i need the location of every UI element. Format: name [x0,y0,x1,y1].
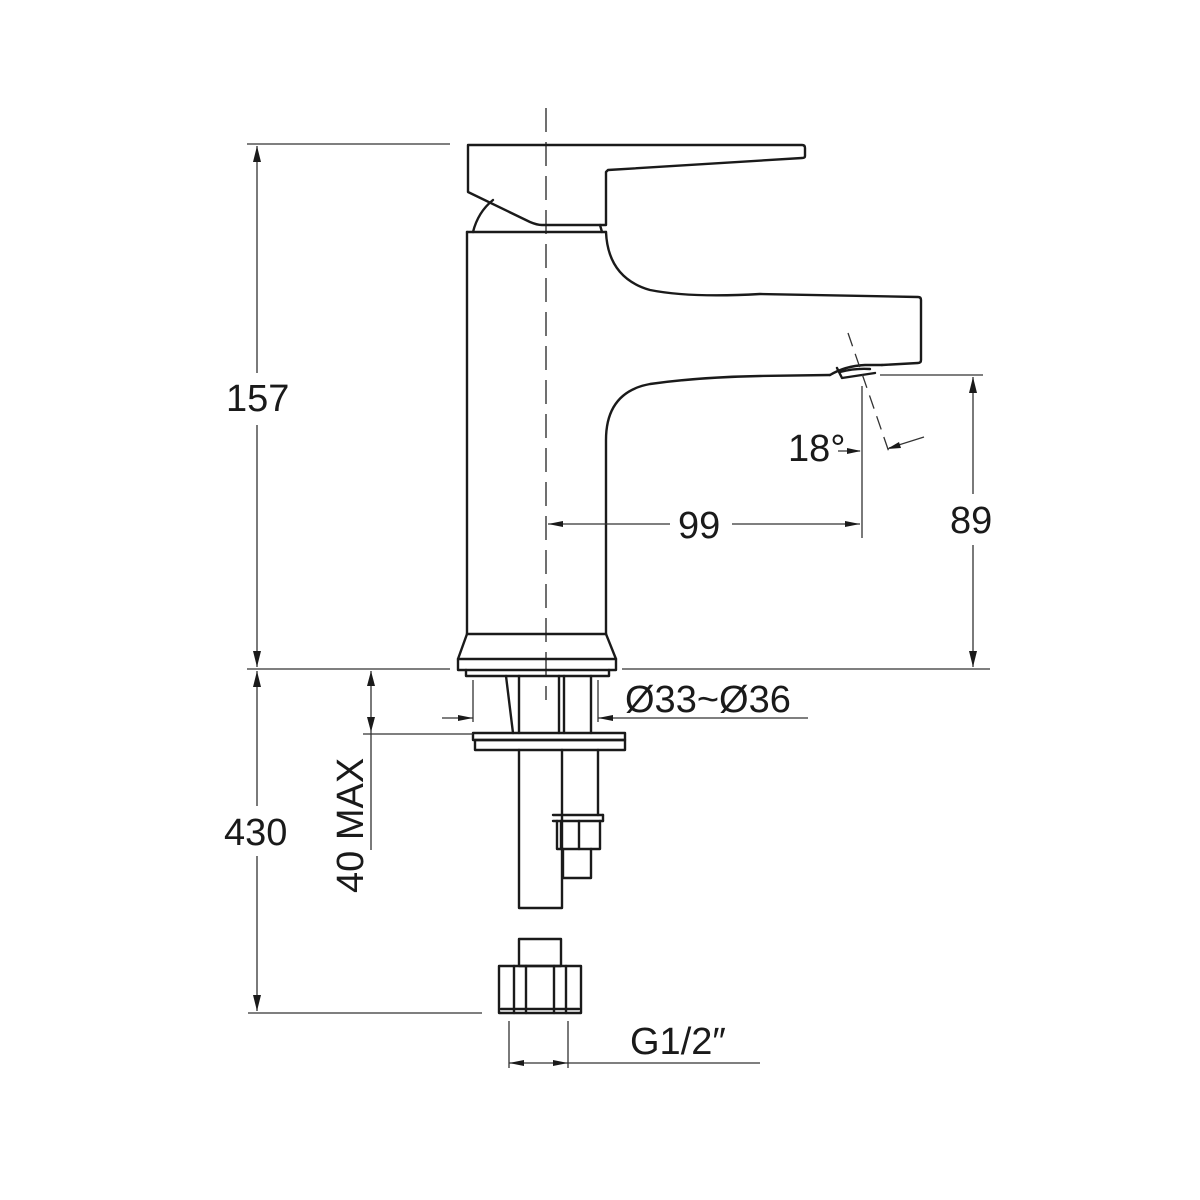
connection-thread-label: G1/2″ [630,1021,726,1063]
overall-height-label: 157 [226,378,289,420]
faucet-body [456,230,923,678]
dimension-deck-thickness: 40 MAX [330,668,990,893]
spray-angle-label: 18° [788,428,845,470]
mounting-assembly [471,674,627,910]
dimension-spout-reach: 99 [548,386,863,547]
deck-thickness-label: 40 MAX [330,758,372,893]
dimension-connection-thread: G1/2″ [508,1021,760,1068]
outlet-height-label: 89 [950,500,992,542]
dimension-hose-length: 430 [224,671,482,1014]
dimension-spray-angle: 18° [788,332,925,470]
spout-reach-label: 99 [678,505,720,547]
dimension-outlet-height: 89 [880,374,992,667]
lever-handle [466,143,807,234]
hose-connector-nut [497,937,583,1015]
hole-diameter-label: Ø33~Ø36 [625,679,791,721]
dimension-overall-height: 157 [226,143,450,670]
hose-length-label: 430 [224,812,287,854]
dimension-hole-diameter: Ø33~Ø36 [442,679,808,721]
